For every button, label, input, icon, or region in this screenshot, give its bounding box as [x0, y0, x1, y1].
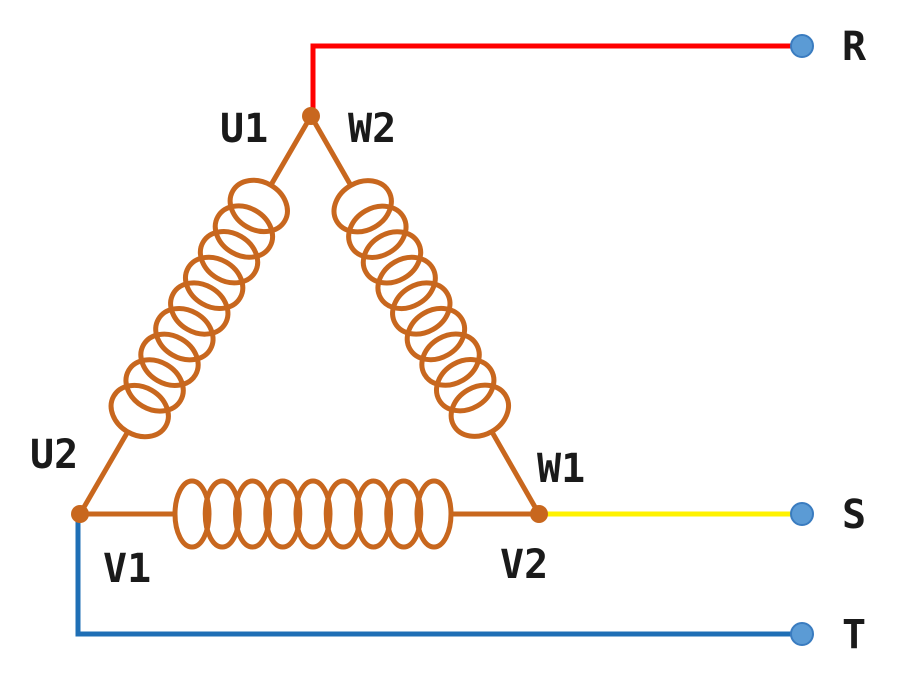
- coil-loop: [419, 331, 482, 388]
- coil-loop: [153, 306, 216, 363]
- terminal-s: [790, 502, 814, 526]
- coil-loop: [202, 478, 242, 550]
- coil-loop: [197, 229, 261, 286]
- coil-loop: [404, 305, 468, 363]
- node-top: [302, 107, 320, 125]
- label-u2: U2: [30, 432, 78, 478]
- label-u1: U1: [220, 106, 268, 152]
- line-r-wire: [310, 43, 802, 115]
- coil-loop: [390, 280, 453, 337]
- coil-loop: [384, 478, 424, 550]
- label-r: R: [842, 24, 867, 70]
- terminal-r: [790, 34, 814, 58]
- coil-lead: [77, 430, 130, 516]
- winding-w: [308, 114, 542, 516]
- label-s: S: [842, 492, 866, 538]
- coil-lead: [268, 114, 314, 187]
- coil-loop: [293, 478, 333, 550]
- coil-loop: [331, 178, 394, 235]
- node-left: [71, 505, 89, 523]
- label-w1: W1: [537, 446, 585, 492]
- coil-loop: [183, 254, 246, 312]
- coil-loop: [172, 478, 212, 550]
- winding-v: [80, 478, 539, 550]
- coil-loop: [263, 478, 303, 550]
- coil-loop: [434, 357, 497, 414]
- line-t-wire: [75, 514, 802, 637]
- coil-lead: [308, 114, 353, 187]
- label-v2: V2: [500, 542, 548, 588]
- label-t: T: [842, 612, 866, 658]
- node-right: [530, 505, 548, 523]
- coil-loop: [227, 177, 290, 235]
- coil-loop: [360, 229, 424, 286]
- coil-loop: [212, 203, 276, 260]
- coil-loop: [448, 382, 511, 439]
- coil-loop: [123, 357, 186, 414]
- coil-loop: [108, 382, 171, 440]
- coil-loop: [354, 478, 393, 550]
- coil-loop: [168, 280, 231, 337]
- coil-loop: [375, 254, 438, 312]
- coil-loop: [414, 478, 454, 550]
- coil-loop: [233, 478, 272, 550]
- label-w2: W2: [348, 106, 396, 152]
- coil-lead: [489, 430, 542, 516]
- coil-loop: [138, 331, 201, 388]
- winding-u: [77, 114, 314, 516]
- terminal-t: [790, 622, 814, 646]
- coil-loop: [346, 203, 409, 260]
- coil-loop: [323, 478, 363, 550]
- label-v1: V1: [103, 546, 151, 592]
